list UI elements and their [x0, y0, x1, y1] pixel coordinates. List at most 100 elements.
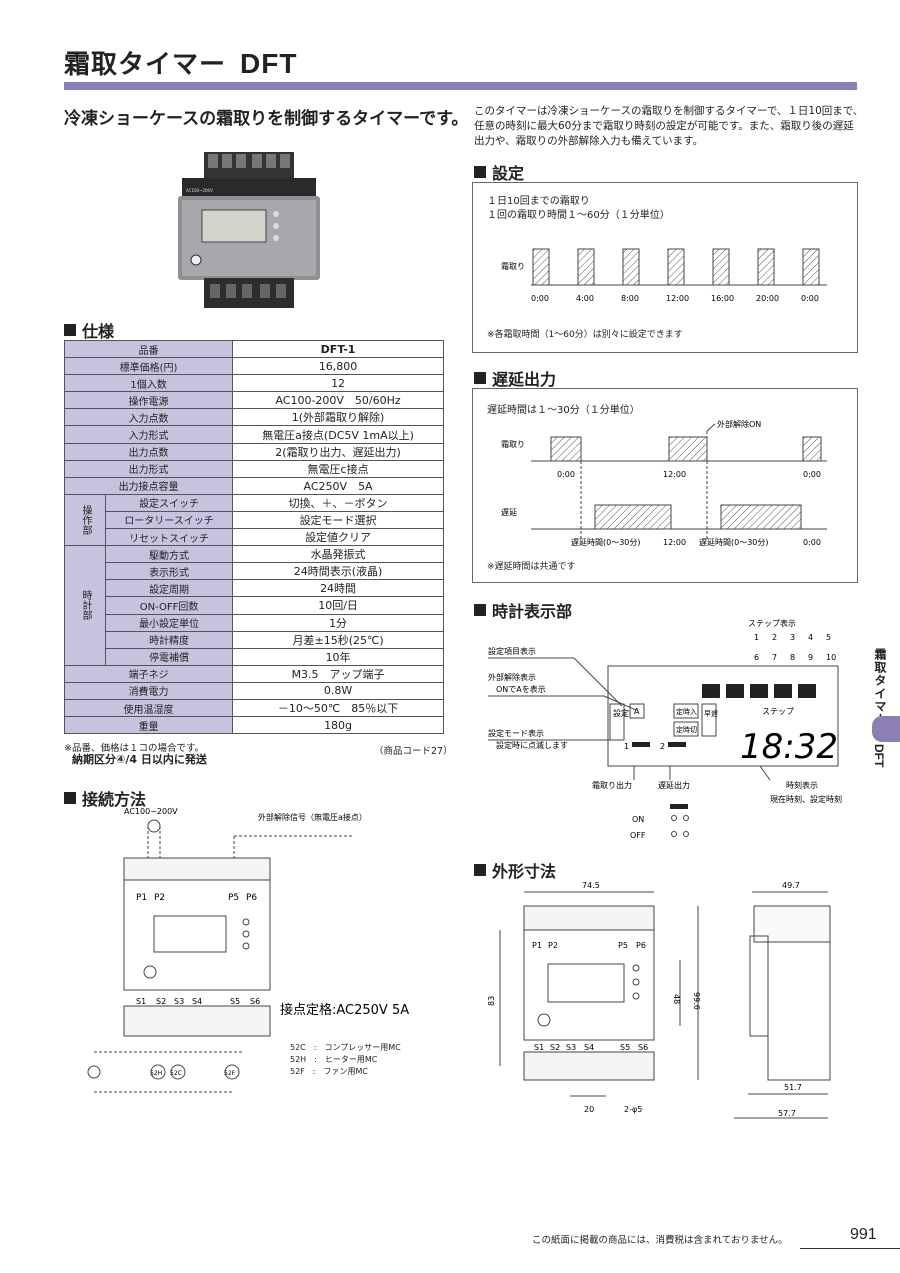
defrost-bar: [712, 248, 730, 286]
dim-hole: 2-φ5: [624, 1105, 642, 1114]
dim-p-label: P2: [548, 941, 558, 950]
spec-value: 16,800: [232, 357, 444, 376]
footer-note: この紙面に掲載の商品には、消費税は含まれておりません。: [532, 1235, 788, 1246]
clock-heading: 時計表示部: [474, 598, 572, 622]
heading-square-icon: [474, 604, 486, 616]
defrost-bar: [757, 248, 775, 286]
time-display-label: 時刻表示: [786, 780, 818, 790]
spec-label: 設定スイッチ: [104, 493, 234, 512]
load-52c: 52C: [170, 1070, 182, 1077]
settings-tick: 8:00: [621, 294, 639, 303]
spec-value: 10年: [232, 647, 444, 666]
spec-row: 使用温湿度－10～50℃ 85％以下: [63, 698, 444, 718]
ac-label: AC100−200V: [124, 807, 178, 816]
delay-tick: 0:00: [557, 470, 575, 479]
spec-row: 時計部駆動方式水晶発振式: [64, 545, 444, 666]
step-segment: [798, 684, 816, 698]
spec-value: 設定値クリア: [232, 528, 444, 547]
load-52f: 52F: [224, 1070, 236, 1077]
step-number: 2: [772, 633, 777, 642]
dim-d20: 20: [584, 1105, 594, 1114]
spec-label: 駆動方式: [104, 545, 234, 564]
dim-h48: 48: [672, 994, 681, 1004]
on-label: ON: [632, 815, 644, 824]
s-terminal-label: S6: [638, 1043, 648, 1052]
spec-value: 水晶発振式: [232, 545, 444, 564]
sidebar-code: DFT: [872, 744, 886, 768]
spec-label: 出力接点容量: [63, 476, 234, 495]
step-number: 7: [772, 653, 777, 662]
spec-group-label: 時計部: [64, 545, 106, 666]
step-label: ステップ: [762, 707, 794, 716]
spec-value: 180g: [232, 716, 444, 735]
ext-display-label: 外部解除表示: [488, 672, 536, 682]
dimensions-heading: 外形寸法: [474, 858, 556, 882]
item-display-label: 設定項目表示: [488, 646, 536, 656]
spec-row: 標準価格(円)16,800: [63, 357, 444, 376]
spec-value: 設定モード選択: [232, 510, 444, 530]
setting-indicator: 設定: [613, 708, 629, 718]
timing-off-indicator: 定時切: [676, 725, 697, 734]
spec-value: 1(外部霜取り解除): [232, 408, 444, 427]
settings-line2: １回の霜取り時間１～60分（１分単位）: [487, 210, 670, 221]
wiring-heading: 接続方法: [64, 786, 146, 810]
spec-label: リセットスイッチ: [104, 528, 234, 547]
dim-p-label: P1: [532, 941, 542, 950]
step-segment: [750, 684, 768, 698]
delay-tick: 0:00: [803, 470, 821, 479]
p-label: P1: [136, 893, 147, 903]
step-number: 3: [790, 633, 795, 642]
dim-d51: 51.7: [784, 1083, 802, 1092]
wiring-diagram: AC100−200V 外部解除信号（無電圧a接点） P1 P2 P5 P6 S1…: [87, 807, 409, 1093]
spec-row: リセットスイッチ設定値クリア: [65, 528, 444, 547]
settings-heading-text: 設定: [492, 164, 525, 183]
legend-desc: ヒーター用MC: [324, 1055, 378, 1064]
step-number: 8: [790, 653, 795, 662]
settings-line1: １日10回までの霜取り: [487, 196, 590, 207]
spec-value: 月差±15秒(25℃): [232, 630, 444, 649]
s-terminal-label: S4: [584, 1043, 594, 1052]
spec-note: ※品番、価格は１コの場合です。: [64, 743, 205, 754]
clock-heading-text: 時計表示部: [492, 602, 573, 621]
time-display-note: 現在時刻、設定時刻: [770, 794, 842, 804]
settings-tick: 4:00: [576, 294, 594, 303]
spec-value: 1分: [232, 613, 444, 632]
delay-out-label: 遅延出力: [658, 780, 690, 790]
settings-tick: 0:00: [531, 294, 549, 303]
spec-label: ON-OFF回数: [104, 596, 234, 615]
intro-text: このタイマーは冷凍ショーケースの霜取りを制御するタイマーで、１日10回まで、任意…: [474, 105, 864, 147]
dim-h99: 99.6: [692, 992, 701, 1010]
heading-square-icon: [474, 166, 486, 178]
delivery-note: 納期区分④/4 日以内に発送: [72, 753, 207, 766]
s-terminal-label: S2: [550, 1043, 560, 1052]
legend-code: 52H: [290, 1055, 307, 1064]
delay-box: 遅延時間は１～30分（１分単位） 外部解除ON 霜取り 0:00 12:00 0…: [472, 388, 858, 583]
clock-time-display: 18:32: [740, 727, 838, 767]
delay-defrost-label: 霜取り: [501, 440, 525, 449]
legend-desc: コンプレッサー用MC: [324, 1043, 401, 1052]
out2-label: 2: [660, 742, 665, 751]
spec-label: 重量: [63, 716, 234, 735]
ext-signal-label: 外部解除信号（無電圧a接点）: [258, 812, 367, 822]
out1-label: 1: [624, 742, 629, 751]
step-number: 1: [754, 633, 759, 642]
product-photo: AC100~200V: [178, 152, 320, 308]
model-name: DFT: [240, 48, 298, 79]
step-number: 6: [754, 653, 759, 662]
delay-heading: 遅延出力: [474, 366, 556, 390]
ext-display-note: ONでAを表示: [496, 684, 546, 694]
settings-tick: 12:00: [666, 294, 689, 303]
footer-line: [800, 1248, 900, 1249]
spec-value: 24時間: [232, 579, 444, 598]
s-terminal-label: S3: [174, 997, 184, 1006]
spec-label: ロータリースイッチ: [104, 510, 234, 530]
spec-label: 出力形式: [63, 459, 234, 478]
spec-label: 表示形式: [104, 562, 234, 581]
spec-value: 無電圧a接点(DC5V 1mA以上): [232, 425, 444, 444]
